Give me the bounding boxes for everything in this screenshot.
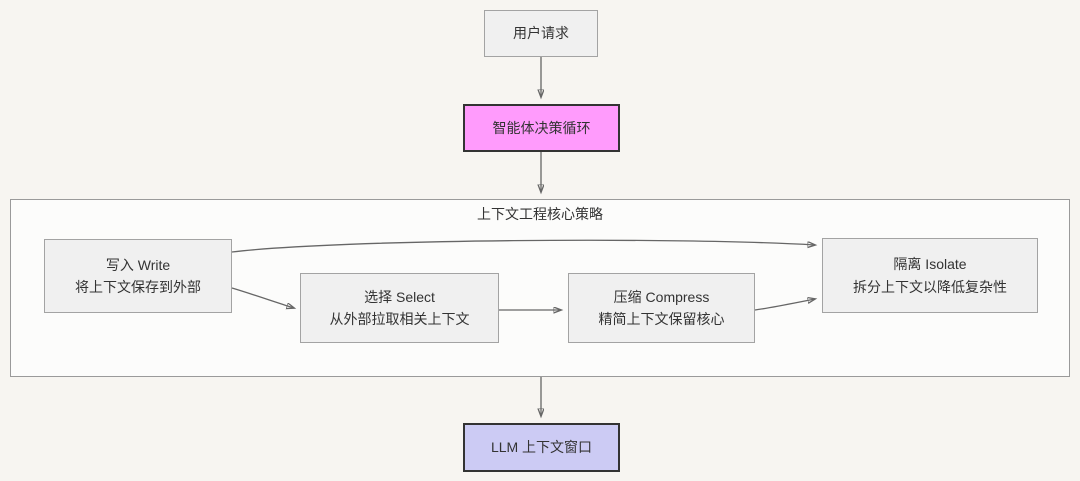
node-llm-context-window-label: LLM 上下文窗口: [490, 439, 593, 456]
node-user-request-label: 用户请求: [513, 25, 569, 42]
node-write: 写入 Write 将上下文保存到外部: [44, 239, 232, 313]
node-compress: 压缩 Compress 精简上下文保留核心: [568, 273, 755, 343]
node-select-title: 选择 Select: [364, 288, 435, 305]
node-isolate: 隔离 Isolate 拆分上下文以降低复杂性: [822, 238, 1038, 313]
node-write-title: 写入 Write: [105, 256, 171, 273]
node-user-request: 用户请求: [484, 10, 598, 57]
node-compress-title: 压缩 Compress: [613, 288, 710, 305]
subgraph-core-strategies-title: 上下文工程核心策略: [477, 206, 603, 222]
node-compress-subtitle: 精简上下文保留核心: [598, 311, 725, 327]
node-agent-decision-loop-label: 智能体决策循环: [492, 119, 591, 136]
node-isolate-subtitle: 拆分上下文以降低复杂性: [853, 278, 1007, 295]
node-select-subtitle: 从外部拉取相关上下文: [329, 311, 470, 327]
node-write-subtitle: 将上下文保存到外部: [75, 279, 201, 295]
node-isolate-title: 隔离 Isolate: [893, 256, 967, 273]
node-agent-decision-loop: 智能体决策循环: [463, 104, 620, 152]
node-select: 选择 Select 从外部拉取相关上下文: [300, 273, 499, 343]
node-llm-context-window: LLM 上下文窗口: [463, 423, 620, 472]
